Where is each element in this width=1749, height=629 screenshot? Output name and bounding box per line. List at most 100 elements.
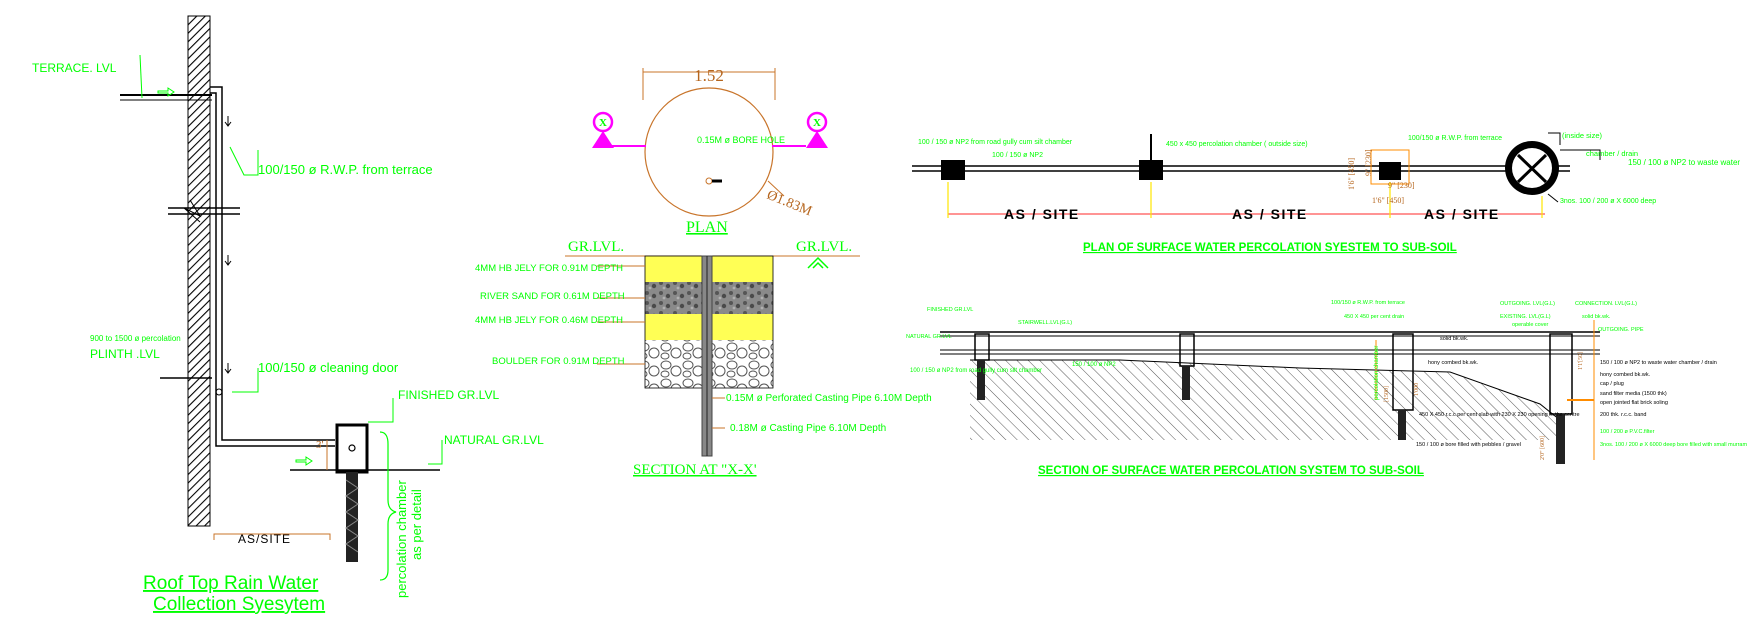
sec-bore-filled: 150 / 100 ø bore filled with pebbles / g… bbox=[1416, 442, 1521, 448]
leader-drain bbox=[1560, 149, 1601, 160]
bore-hole-label: 0.15M ø BORE HOLE bbox=[697, 135, 785, 145]
dia-leader bbox=[767, 180, 785, 197]
leader-rwp bbox=[229, 146, 259, 176]
roof-top-detail: TERRACE. LVL 100/150 ø R.W.P. from terra… bbox=[32, 15, 544, 615]
earth-fill bbox=[970, 360, 1560, 440]
sec-rcc-band: 200 thk. r.c.c. band bbox=[1600, 412, 1646, 418]
plan-dimension: 1.52 bbox=[694, 66, 724, 85]
bore-pipe-pattern bbox=[345, 479, 359, 553]
label-bore: 3nos. 100 / 200 ø X 6000 deep bbox=[1560, 198, 1656, 205]
as-site-1: AS / SITE bbox=[1004, 206, 1080, 222]
chamber-inlet bbox=[348, 444, 356, 452]
chamber-brace bbox=[379, 431, 397, 581]
sec-pvc-filter: 100 / 200 ø P.V.C.filter bbox=[1600, 429, 1655, 435]
sec-solid-bk2: solid bk.wk. bbox=[1582, 314, 1611, 320]
diameter-label: Ø1.83M bbox=[765, 188, 815, 220]
terrace-lvl-label: TERRACE. LVL bbox=[32, 61, 117, 75]
dim-b: 9" [230] bbox=[1364, 149, 1373, 176]
sec-bore-3 bbox=[1398, 410, 1406, 440]
sec-outgoing: OUTGOING. LVL(G.L) bbox=[1500, 301, 1555, 307]
gully-chamber bbox=[941, 160, 965, 180]
leader-natural bbox=[428, 440, 443, 465]
sec-rwp: 100/150 ø R.W.P. from terrace bbox=[1331, 300, 1405, 306]
as-site-3: AS / SITE bbox=[1424, 206, 1500, 222]
leader-inside bbox=[1548, 132, 1561, 145]
casing-pipe-label: 0.18M ø Casting Pipe 6.10M Depth bbox=[730, 423, 886, 434]
sec-finished-gr: FINISHED GR.LVL bbox=[927, 307, 973, 313]
sec-connection: CONNECTION. LVL(G.L) bbox=[1575, 301, 1637, 307]
label-drain: chamber / drain bbox=[1586, 149, 1638, 158]
natural-gr-label: NATURAL GR.LVL bbox=[444, 433, 544, 447]
leader-terrace bbox=[139, 54, 143, 99]
cleaning-door-label: 100/150 ø cleaning door bbox=[258, 360, 399, 375]
bore-plan: X X 1.52 0.15M ø BORE HOLE Ø1.83M PLAN bbox=[592, 66, 828, 236]
sec-honey2: hony combed bk.wk. bbox=[1600, 372, 1651, 378]
down-arrow-3 bbox=[224, 363, 232, 374]
bore-cross-b bbox=[1516, 153, 1548, 184]
sec-cap: cap / plug bbox=[1600, 381, 1624, 387]
as-site-label: AS/SITE bbox=[238, 532, 291, 546]
sec-dim-600: 2'0" [600] bbox=[1540, 436, 1546, 460]
sec-dim-1150: 1'1'[50] bbox=[1578, 352, 1584, 370]
gr-lvl-left: GR.LVL. bbox=[568, 239, 624, 255]
sec-bore-note: 3nos. 100 / 200 ø X 6000 deep bore fille… bbox=[1600, 442, 1747, 448]
section-arrow-right bbox=[806, 131, 828, 148]
section-arrow-left bbox=[592, 131, 614, 148]
sec-perc-note: percolation chamber bbox=[1374, 346, 1380, 400]
label-chamber: 450 x 450 percolation chamber ( outside … bbox=[1166, 141, 1308, 148]
layer-label-2: RIVER SAND FOR 0.61M DEPTH bbox=[480, 291, 625, 302]
plan-title: PLAN bbox=[686, 219, 728, 236]
break-zigzag bbox=[183, 199, 202, 223]
sec-honey-bk: hony combed bk.wk. bbox=[1428, 360, 1479, 366]
sec-dim-1000: 1'000 bbox=[1414, 383, 1420, 396]
sec-chamber-1 bbox=[974, 333, 990, 361]
perc-small-label: 900 to 1500 ø percolation bbox=[90, 334, 181, 343]
sec-solid-bk: solid bk.wk. bbox=[1440, 336, 1469, 342]
section-title: SECTION AT "X-X' bbox=[633, 462, 757, 478]
wall-hatch bbox=[187, 15, 211, 527]
dim-c: 9" [230] bbox=[1388, 181, 1415, 190]
sec-bore-2 bbox=[1182, 366, 1190, 400]
label-inside: (inside size) bbox=[1562, 131, 1603, 140]
bore-hole bbox=[705, 177, 713, 185]
sec-chamber: 450 X 450 per cent drain bbox=[1344, 314, 1404, 320]
sec-natural-gr: NATURAL GR.LVL bbox=[906, 334, 952, 340]
cleaning-door-symbol bbox=[215, 388, 223, 396]
sec-outgoing-pipe: OUTGOING. PIPE bbox=[1598, 327, 1644, 333]
leader-bore bbox=[1547, 193, 1559, 203]
plinth-lvl-label: PLINTH .LVL bbox=[90, 347, 160, 361]
sec-sand-filter: sand filter media (1500 thk) bbox=[1600, 391, 1667, 397]
sec-open-joint: open jointed flat brick soling bbox=[1600, 400, 1668, 406]
sec-bore-4 bbox=[1556, 414, 1565, 464]
plan-surface-title: PLAN OF SURFACE WATER PERCOLATION SYESTE… bbox=[1083, 242, 1457, 254]
label-waste: 150 / 100 ø NP2 to waste water bbox=[1628, 158, 1740, 167]
percolation-chamber bbox=[335, 423, 369, 474]
dim-3-label: 3' bbox=[316, 439, 324, 451]
flow-arrow-2 bbox=[295, 456, 313, 466]
perc-chamber bbox=[1139, 160, 1163, 180]
title-line-1: Roof Top Rain Water bbox=[143, 573, 319, 594]
rwp-chamber bbox=[1379, 162, 1401, 180]
gr-lvl-symbol bbox=[807, 256, 829, 269]
chamber-label-2: as per detail bbox=[409, 489, 424, 560]
marker-left-label: X bbox=[599, 117, 607, 129]
label-gully: 100 / 150 ø NP2 from road gully cum silt… bbox=[918, 139, 1073, 146]
plan-circle bbox=[644, 87, 774, 217]
layer-label-3: 4MM HB JELY FOR 0.46M DEPTH bbox=[475, 315, 623, 326]
sec-bore-1 bbox=[977, 360, 985, 400]
flow-arrow-1 bbox=[157, 87, 175, 97]
sec-chamber-4 bbox=[1549, 333, 1573, 415]
as-site-2: AS / SITE bbox=[1232, 206, 1308, 222]
leader-finished bbox=[368, 398, 394, 423]
rwp-pipe-outer bbox=[210, 86, 335, 441]
label-pipe: 100 / 150 ø NP2 bbox=[992, 152, 1043, 159]
sec-opening: 450 X 450 r.c.c per cent slab with 230 X… bbox=[1419, 412, 1580, 418]
plan-surface: 100 / 150 ø NP2 from road gully cum silt… bbox=[912, 131, 1740, 254]
dim-a: 1'6" [450] bbox=[1347, 158, 1356, 190]
rwp-pipe-inner bbox=[210, 92, 335, 447]
rwp-label: 100/150 ø R.W.P. from terrace bbox=[258, 162, 433, 177]
layer-label-4: BOULDER FOR 0.91M DEPTH bbox=[492, 356, 625, 367]
leader-cleaning bbox=[232, 368, 259, 393]
finished-gr-label: FINISHED GR.LVL bbox=[398, 388, 499, 402]
